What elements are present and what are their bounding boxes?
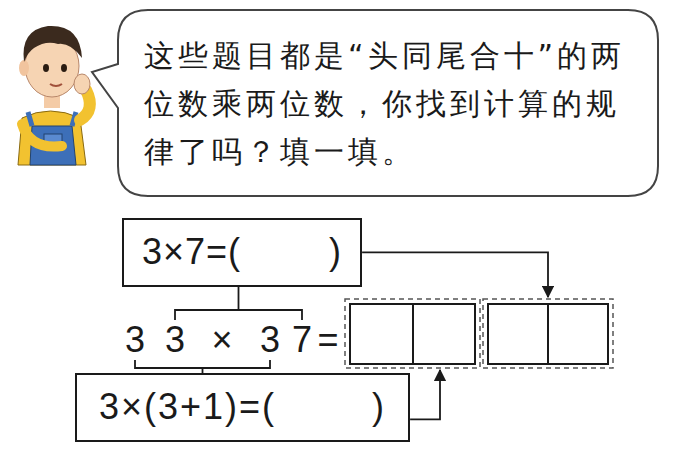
factor-digit: × [211,322,232,358]
equation-box: 3×(3+1)=( ) [75,373,410,442]
speech-bubble-outline [92,10,658,196]
digit-square [350,304,413,364]
bracket [175,310,302,320]
digit-square [548,304,608,364]
bracket [238,287,240,310]
dashed-group [483,299,613,368]
equation-box: 3×7=( ) [122,218,362,287]
boy-illustration [18,26,90,165]
factor-digit: 7 [292,322,312,358]
factor-digit: 3 [260,322,280,358]
arrow [410,370,440,419]
factor-digit: = [317,322,338,358]
digit-square [488,304,548,364]
arrow [362,252,548,297]
speech-bubble: 这些题目都是“头同尾合十”的两位数乘两位数，你找到计算的规律了吗？填一填。 [118,10,658,196]
equation-text: 3×7=( ) [142,229,342,276]
bubble-text: 这些题目都是“头同尾合十”的两位数乘两位数，你找到计算的规律了吗？填一填。 [144,32,634,176]
bracket [135,360,270,368]
dashed-group [345,299,480,368]
equation-text: 3×(3+1)=( ) [99,384,386,431]
factor-digit: 3 [165,322,185,358]
factor-digit: 3 [125,322,145,358]
answer-boxes [345,299,613,368]
digit-square [413,304,475,364]
